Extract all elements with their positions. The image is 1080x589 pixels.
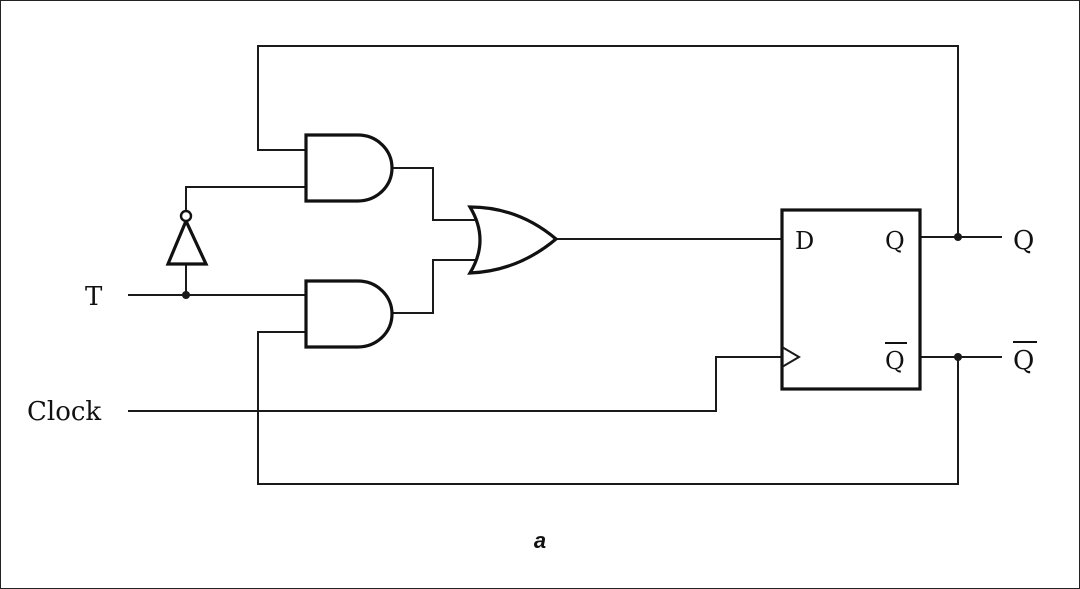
label-out-q: Q bbox=[1013, 226, 1034, 256]
and-gate-bottom bbox=[304, 279, 394, 349]
junction-q bbox=[954, 233, 962, 241]
wire-inverter-to-and-top bbox=[185, 186, 306, 212]
clock-triangle-icon bbox=[781, 346, 801, 368]
wire-q-feedback bbox=[257, 45, 959, 237]
wire-and-top-to-or bbox=[392, 167, 475, 221]
wire-qbar-feedback bbox=[257, 331, 959, 485]
label-out-qbar: Q bbox=[1013, 346, 1034, 376]
label-ff-d: D bbox=[795, 227, 814, 255]
or-gate bbox=[467, 205, 559, 275]
not-gate bbox=[165, 217, 209, 266]
junction-t bbox=[182, 291, 190, 299]
d-flip-flop bbox=[780, 208, 922, 391]
label-clock: Clock bbox=[27, 397, 101, 427]
and-gate-top bbox=[304, 133, 394, 203]
figure-caption: a bbox=[533, 528, 547, 553]
not-gate-bubble bbox=[179, 209, 193, 223]
wire-and-bottom-to-or bbox=[392, 259, 475, 314]
label-ff-q: Q bbox=[885, 227, 905, 255]
wire-clock bbox=[128, 356, 782, 412]
junction-qbar bbox=[954, 353, 962, 361]
label-t: T bbox=[85, 282, 103, 312]
label-ff-qbar: Q bbox=[885, 347, 905, 375]
